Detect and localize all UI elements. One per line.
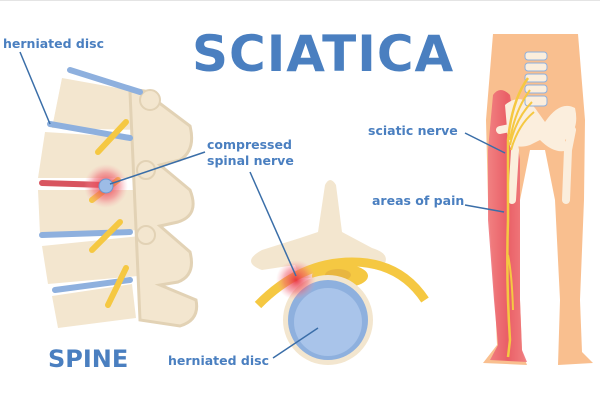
- page-title: SCIATICA: [192, 25, 455, 83]
- vertebra-cross-section: [249, 171, 429, 365]
- label-areas-of-pain: areas of pain: [372, 193, 465, 208]
- label-compressed-line2: spinal nerve: [207, 153, 294, 168]
- label-compressed-line1: compressed: [207, 137, 292, 152]
- label-spine: SPINE: [48, 345, 129, 373]
- label-herniated-disc-spine: herniated disc: [3, 36, 104, 51]
- label-herniated-disc-section: herniated disc: [168, 353, 269, 368]
- label-sciatic-nerve: sciatic nerve: [368, 123, 458, 138]
- top-border: [0, 0, 600, 1]
- spine-illustration: [19, 51, 206, 328]
- lower-body-illustration: [464, 34, 593, 365]
